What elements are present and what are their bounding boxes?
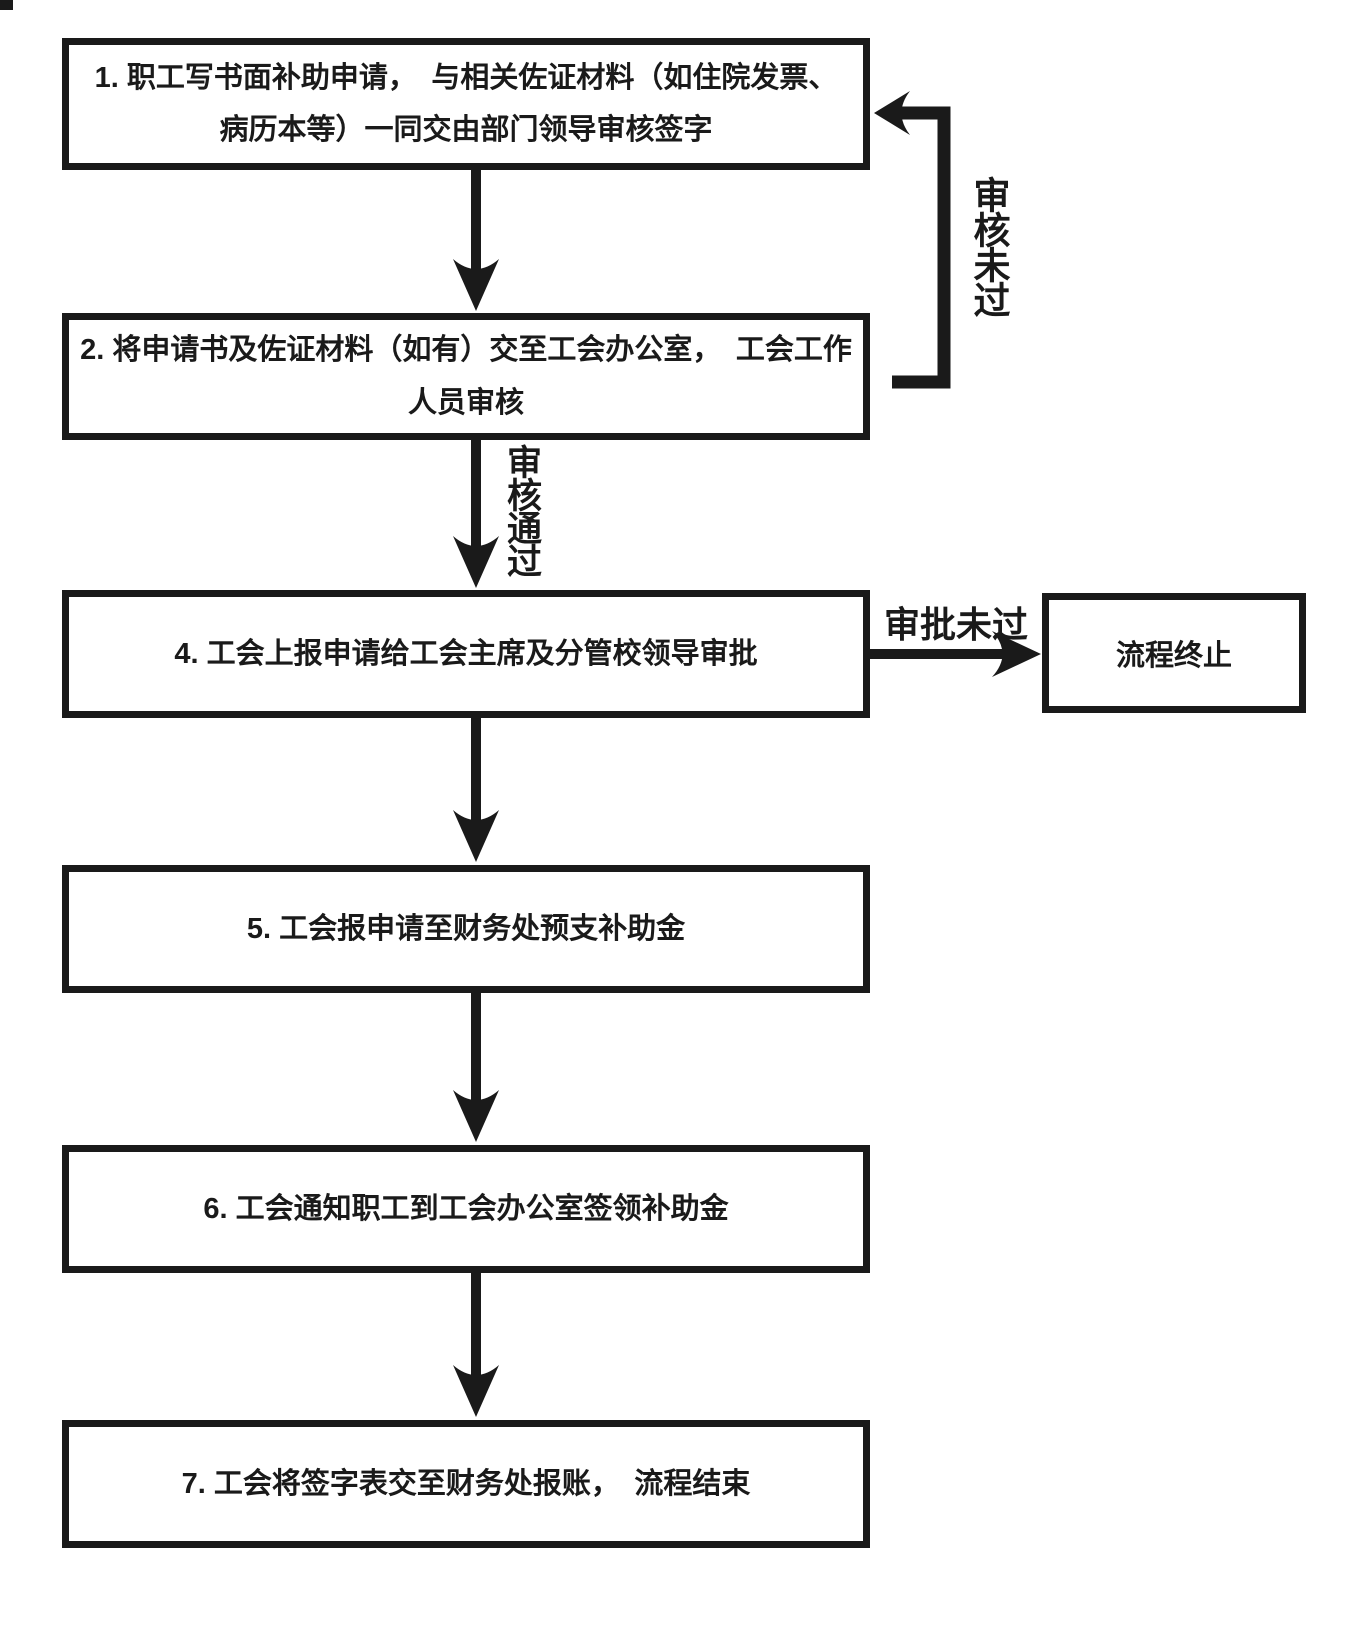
loop-review-fail-head-icon xyxy=(874,91,910,135)
edge-label-approval-fail: 审批未过 xyxy=(884,604,1029,645)
flow-box-step-4: 4. 工会上报申请给工会主席及分管校领导审批 xyxy=(62,590,870,718)
step-1-text-line-2: 病历本等）一同交由部门领导审核签字 xyxy=(219,114,713,146)
flow-box-step-2: 2. 将申请书及佐证材料（如有）交至工会办公室， 工会工作 人员审核 xyxy=(62,313,870,440)
flow-box-step-6: 6. 工会通知职工到工会办公室签领补助金 xyxy=(62,1145,870,1273)
step-4-text: 4. 工会上报申请给工会主席及分管校领导审批 xyxy=(174,637,758,670)
arrow-step5-step6-head-icon xyxy=(453,1090,499,1142)
flow-box-terminal: 流程终止 xyxy=(1042,593,1306,713)
step-7-text: 7. 工会将签字表交至财务处报账， 流程结束 xyxy=(181,1467,751,1500)
step-5-text: 5. 工会报申请至财务处预支补助金 xyxy=(246,912,686,945)
step-2-text-line-2: 人员审核 xyxy=(407,386,524,419)
step-1-text-line-1: 1. 职工写书面补助申请， 与相关佐证材料（如住院发票、 xyxy=(94,61,838,94)
loop-review-fail-line xyxy=(892,106,951,389)
flow-box-step-1: 1. 职工写书面补助申请， 与相关佐证材料（如住院发票、 病历本等）一同交由部门… xyxy=(62,38,870,170)
edge-label-review-pass: 审核通过 xyxy=(502,444,541,576)
step-6-text: 6. 工会通知职工到工会办公室签领补助金 xyxy=(203,1192,729,1225)
arrow-approve-fail-head-icon xyxy=(992,631,1041,677)
arrow-step6-step7-head-icon xyxy=(453,1365,499,1417)
arrow-step2-step4-head-icon xyxy=(453,536,499,588)
terminal-text: 流程终止 xyxy=(1115,640,1232,672)
arrow-step1-step2-head-icon xyxy=(453,259,499,311)
step-2-text-line-1: 2. 将申请书及佐证材料（如有）交至工会办公室， 工会工作 xyxy=(80,334,852,367)
edge-label-review-fail: 审核未过 xyxy=(968,176,1009,316)
corner-artifact-mark xyxy=(0,0,13,10)
flow-box-step-5: 5. 工会报申请至财务处预支补助金 xyxy=(62,865,870,993)
arrow-step4-step5-head-icon xyxy=(453,810,499,862)
flow-box-step-7: 7. 工会将签字表交至财务处报账， 流程结束 xyxy=(62,1420,870,1548)
